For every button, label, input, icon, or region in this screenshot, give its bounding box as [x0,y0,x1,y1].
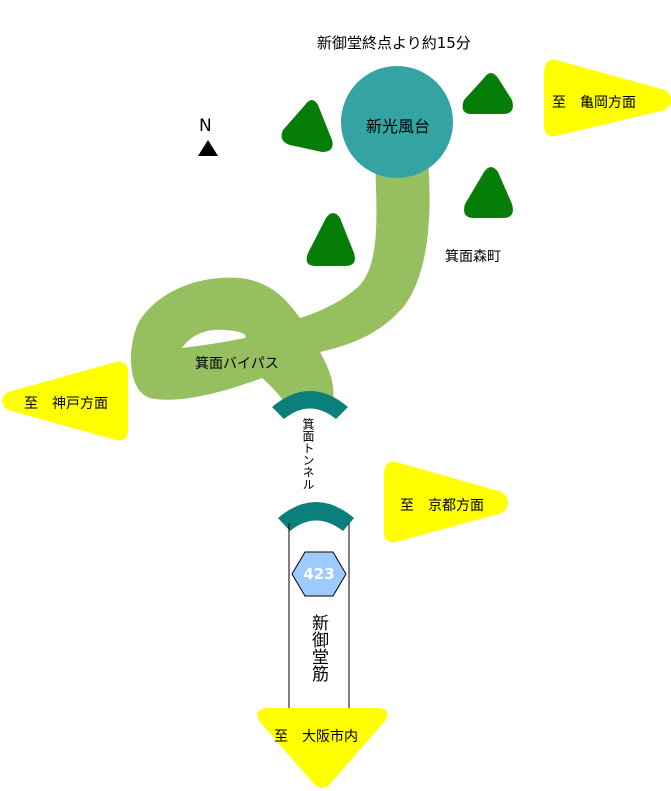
bypass-label: 箕面バイパス [195,356,279,372]
header-title: 新御堂終点より約15分 [317,34,471,52]
tree-icon [464,167,513,218]
tunnel-portal-south [278,502,354,531]
direction-label-osaka[interactable]: 至 大阪市内 [274,729,358,745]
north-arrow-icon [198,140,218,156]
direction-arrow-osaka[interactable] [257,708,388,788]
tunnel-portal-north [272,391,348,419]
direction-label-kobe[interactable]: 至 神戸方面 [24,396,108,412]
bypass-loop-gap [182,329,246,348]
direction-arrow-kobe[interactable] [2,361,128,441]
direction-arrow-kyoto[interactable] [384,461,508,543]
route-number: 423 [303,565,335,583]
direction-label-kameoka[interactable]: 至 亀岡方面 [552,95,636,111]
tree-icon [462,73,513,114]
direction-arrow-kameoka[interactable] [544,59,671,137]
tree-icon [281,100,333,152]
direction-label-kyoto[interactable]: 至 京都方面 [400,498,484,514]
compass-letter: N [199,116,212,136]
bypass-road [130,160,430,410]
tunnel-label: 箕面トンネル [301,418,315,490]
main-road-label: 新御堂筋 [308,614,328,682]
area-label: 箕面森町 [445,249,501,265]
tree-icon [306,213,355,266]
route-badge [291,551,347,597]
destination-circle[interactable] [341,66,453,178]
destination-label[interactable]: 新光風台 [366,117,431,136]
